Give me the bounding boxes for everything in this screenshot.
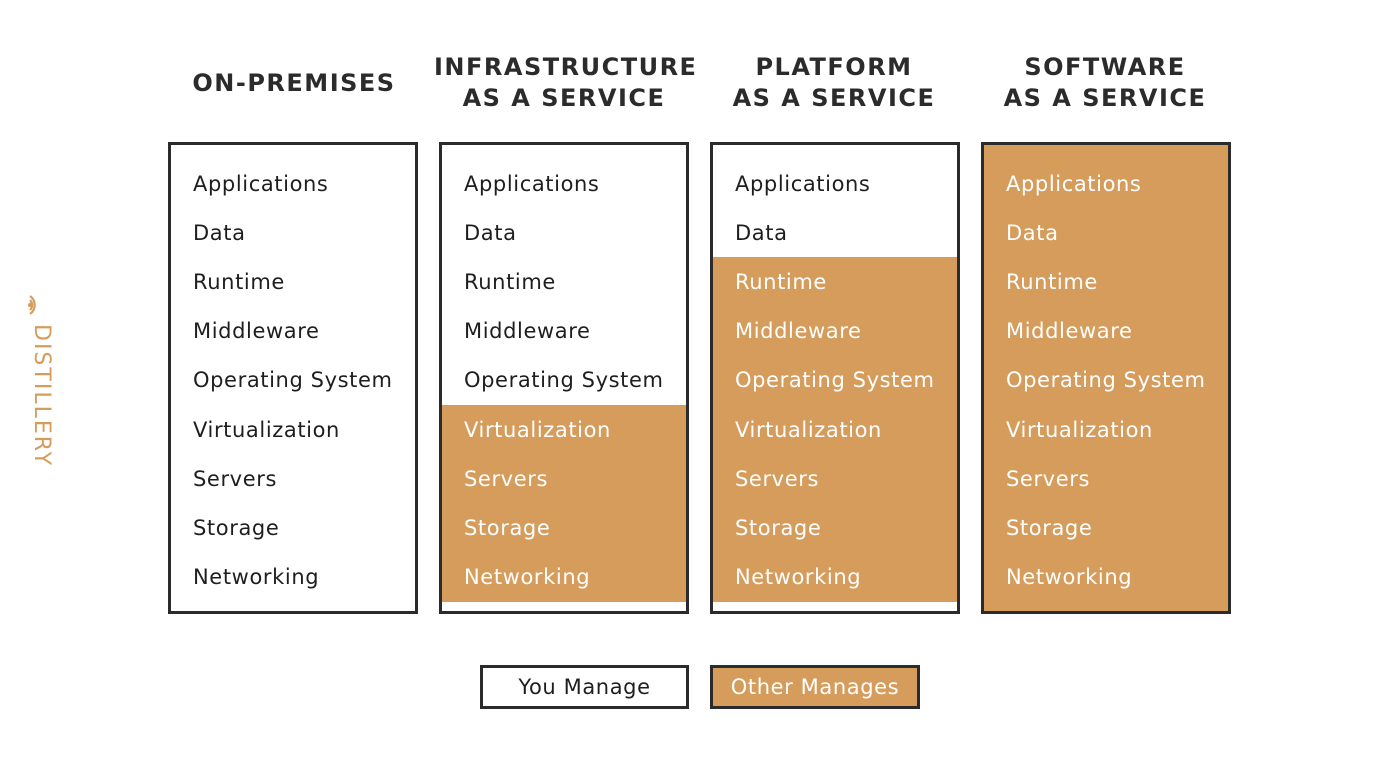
layer-operating-system: Operating System	[984, 355, 1228, 405]
layer-data: Data	[735, 220, 788, 245]
column-title-iaas: INFRASTRUCTURE AS A SERVICE	[434, 53, 698, 112]
column-title-saas: SOFTWARE AS A SERVICE	[1003, 53, 1207, 112]
layer-storage: Storage	[984, 503, 1228, 553]
layer-runtime: Runtime	[193, 269, 285, 294]
layer-networking: Networking	[984, 552, 1228, 602]
layer-data: Data	[464, 220, 517, 245]
column-title-paas: PLATFORM AS A SERVICE	[732, 53, 936, 112]
layer-middleware: Middleware	[193, 319, 320, 344]
layer-virtualization: Virtualization	[713, 404, 957, 455]
layer-servers: Servers	[193, 466, 278, 491]
layer-middleware: Middleware	[713, 306, 957, 356]
legend-you-manage: You Manage	[480, 665, 689, 709]
layer-middleware: Middleware	[984, 306, 1228, 356]
layer-applications: Applications	[464, 171, 600, 196]
layer-servers: Servers	[442, 454, 686, 504]
distillery-logo-icon	[28, 295, 36, 315]
layer-data: Data	[193, 220, 246, 245]
legend-other-manages: Other Manages	[710, 665, 920, 709]
layer-operating-system: Operating System	[464, 368, 664, 393]
layer-networking: Networking	[193, 565, 320, 590]
layer-runtime: Runtime	[984, 257, 1228, 307]
layer-virtualization: Virtualization	[442, 404, 686, 455]
layer-applications: Applications	[735, 171, 871, 196]
layer-servers: Servers	[713, 454, 957, 504]
distillery-logo: DISTILLERY	[24, 294, 58, 474]
layer-networking: Networking	[713, 552, 957, 602]
layer-storage: Storage	[713, 503, 957, 553]
layer-data: Data	[984, 208, 1228, 258]
brand-name: DISTILLERY	[29, 324, 54, 468]
layer-runtime: Runtime	[713, 257, 957, 307]
layer-virtualization: Virtualization	[984, 404, 1228, 455]
layer-middleware: Middleware	[464, 319, 591, 344]
layer-operating-system: Operating System	[193, 368, 393, 393]
layer-storage: Storage	[193, 515, 280, 540]
layer-networking: Networking	[442, 552, 686, 602]
layer-applications: Applications	[984, 159, 1228, 209]
layer-operating-system: Operating System	[713, 355, 957, 405]
layer-runtime: Runtime	[464, 269, 556, 294]
layer-servers: Servers	[984, 454, 1228, 504]
layer-applications: Applications	[193, 171, 329, 196]
layer-virtualization: Virtualization	[193, 417, 340, 442]
column-title-on-premises: ON-PREMISES	[192, 69, 396, 97]
layer-storage: Storage	[442, 503, 686, 553]
